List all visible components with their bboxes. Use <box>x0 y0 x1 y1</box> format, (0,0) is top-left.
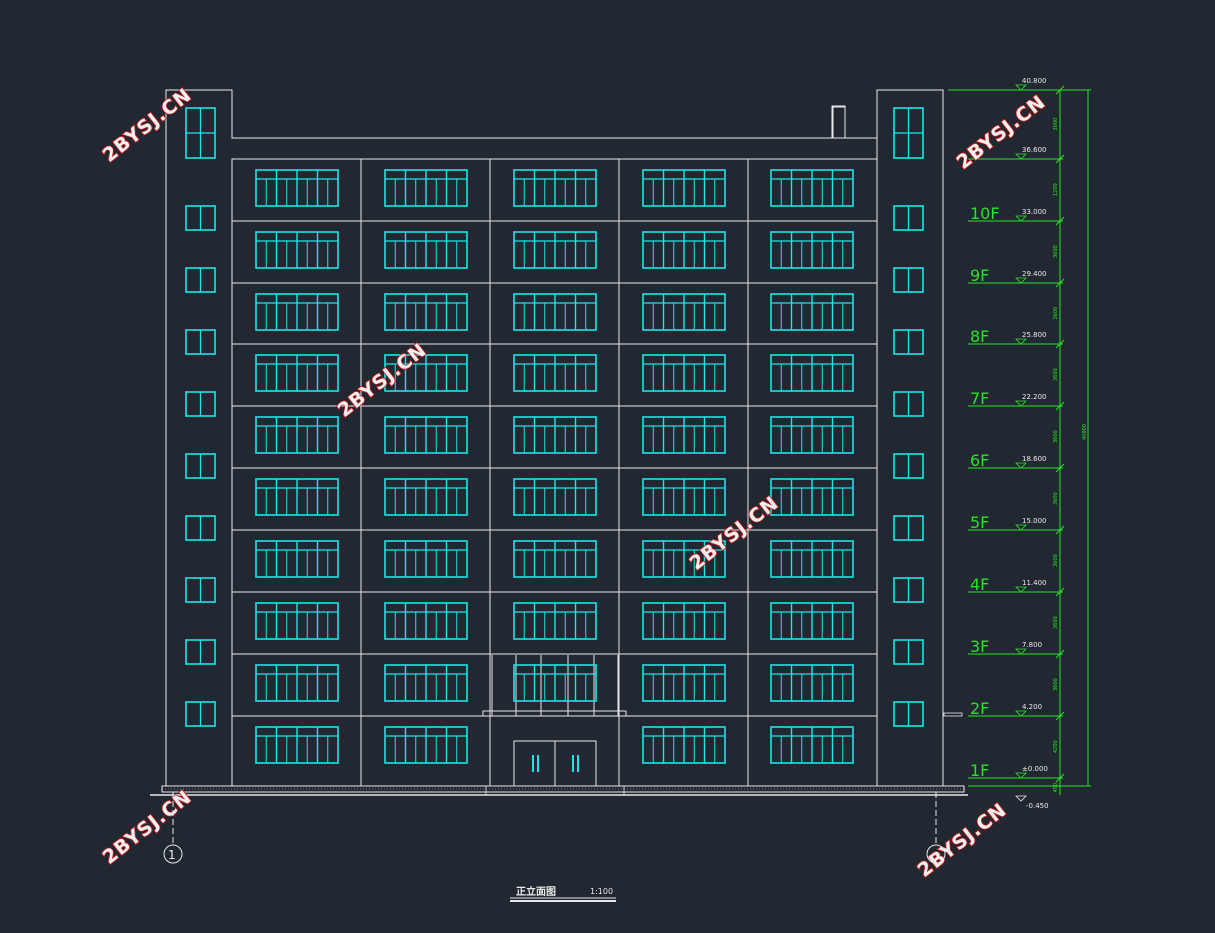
watermark-text: 2BYSJ.CN <box>914 799 1011 882</box>
level-marker <box>1015 84 1027 91</box>
segment-dimension: 3600 <box>1053 430 1059 443</box>
floor-label: 9F <box>970 266 989 285</box>
floor-label: 7F <box>970 389 989 408</box>
level-elevation: 29.400 <box>1022 270 1047 278</box>
edge-marker <box>943 712 963 717</box>
level-marker <box>1015 524 1027 531</box>
segment-dimension: 3600 <box>1053 554 1059 567</box>
total-height-dimension: 40800 <box>1082 424 1088 440</box>
dimension-tick <box>1055 463 1065 473</box>
watermark-text: 2BYSJ.CN <box>686 492 783 575</box>
drawing-title: 正立面图 <box>516 885 556 898</box>
floor-label: 6F <box>970 451 989 470</box>
level-elevation: ±0.000 <box>1022 765 1048 773</box>
dimension-tick <box>1055 154 1065 164</box>
level-marker <box>1015 648 1027 655</box>
segment-dimension: 3600 <box>1053 678 1059 691</box>
axis-marker-1: 1 <box>163 792 183 864</box>
ground-level-marker <box>1015 795 1027 802</box>
building-silhouette <box>165 89 944 786</box>
level-elevation: 25.800 <box>1022 331 1047 339</box>
annotation-layer: 1F 2F 3F 4F 5F 6F 7F 8F 9F 10F 2BYSJ.CN 2BYSJ.CN 2BY… <box>98 83 1051 882</box>
axis-label-left: 1 <box>168 848 176 862</box>
building-outline <box>150 89 968 796</box>
axis-marker-2 <box>926 792 946 864</box>
dimension-tick <box>1055 278 1065 288</box>
window-layer <box>185 107 924 772</box>
segment-dimension: 3600 <box>1053 245 1059 258</box>
watermark-text: 2BYSJ.CN <box>953 91 1050 174</box>
segment-dimension: 1200 <box>1053 183 1059 196</box>
level-elevation: 15.000 <box>1022 517 1047 525</box>
level-marker <box>1015 153 1027 160</box>
level-elevation: 36.600 <box>1022 146 1047 154</box>
level-marker <box>1015 338 1027 345</box>
dimension-tick <box>1055 587 1065 597</box>
level-marker <box>1015 462 1027 469</box>
watermark-text: 2BYSJ.CN <box>334 339 431 422</box>
level-marker <box>1015 400 1027 407</box>
watermark-text: 2BYSJ.CN <box>99 84 196 167</box>
level-marker <box>1015 710 1027 717</box>
level-elevation: 18.600 <box>1022 455 1047 463</box>
dimension-tick <box>1055 525 1065 535</box>
roof-door <box>832 106 846 139</box>
floor-label: 10F <box>970 204 1000 223</box>
segment-dimension: 4200 <box>1053 740 1059 753</box>
floor-label: 8F <box>970 327 989 346</box>
dimension-tick <box>1055 401 1065 411</box>
segment-dimension: 3600 <box>1053 616 1059 629</box>
level-elevation: 11.400 <box>1022 579 1047 587</box>
level-marker <box>1015 215 1027 222</box>
floor-label: 5F <box>970 513 989 532</box>
segment-dimension: 3600 <box>1053 492 1059 505</box>
drawing-title-block: 正立面图 1:100 <box>510 885 616 902</box>
floor-label: 3F <box>970 637 989 656</box>
dimension-tick <box>1055 649 1065 659</box>
segment-dimension: 3000 <box>1053 118 1059 131</box>
level-marker <box>1015 772 1027 779</box>
level-elevation: 4.200 <box>1022 703 1042 711</box>
entrance-canopy <box>482 710 627 717</box>
drawing-scale: 1:100 <box>590 887 613 896</box>
dimension-tick <box>1055 711 1065 721</box>
dimension-tick <box>1055 85 1065 95</box>
entrance-steps <box>485 785 625 796</box>
floor-label: 1F <box>970 761 989 780</box>
dimension-layer: ±0.000 4.200 7.800 11.400 15.000 18.600 22.200… <box>943 77 1091 810</box>
segment-dimension: 3600 <box>1053 307 1059 320</box>
level-elevation: 22.200 <box>1022 393 1047 401</box>
floor-label: 2F <box>970 699 989 718</box>
ground-elevation: -0.450 <box>1026 802 1049 810</box>
dimension-tick <box>1055 339 1065 349</box>
level-marker <box>1015 277 1027 284</box>
level-marker <box>1015 586 1027 593</box>
dimension-tick <box>1055 216 1065 226</box>
dimension-tick <box>1055 773 1065 783</box>
floor-label: 4F <box>970 575 989 594</box>
segment-dimension: 3600 <box>1053 368 1059 381</box>
level-elevation: 40.800 <box>1022 77 1047 85</box>
level-elevation: 7.800 <box>1022 641 1042 649</box>
segment-dimension: 450 <box>1053 783 1059 793</box>
level-elevation: 33.000 <box>1022 208 1047 216</box>
